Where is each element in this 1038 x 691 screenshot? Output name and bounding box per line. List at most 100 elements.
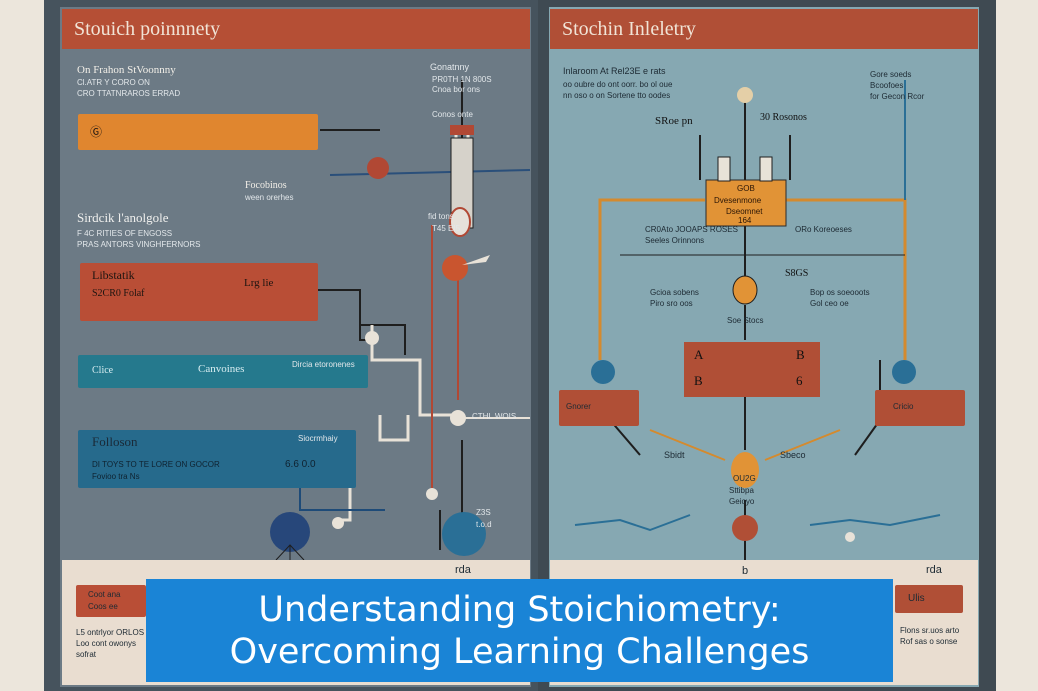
left-section2-title: Sirdcik l'anolgole [77,210,169,225]
right-left-note-1: CR0Ato JOOAPS ROSES [645,225,738,234]
right-side-left-box [559,390,639,426]
right-reactor-6: 6 [796,373,803,388]
left-subtitle-line-2: CRO TTATNRAROS ERRAD [77,89,181,98]
right-under-right: Sbeco [780,450,806,460]
left-junction-label: CTHL WOIS [472,412,517,421]
right-drop [731,452,759,488]
caption-banner: Understanding Stoichiometry: Overcoming … [146,579,893,682]
left-valve-label: fid tons [428,212,454,221]
left-node-4 [426,488,438,500]
left-node-2 [442,255,468,281]
left-band-red [80,263,318,321]
left-bulb-dark [270,512,310,552]
left-subtitle: On Frahon StVoonnny [77,64,176,76]
right-line1-sub-2: nn oso o on Sortene tto oodes [563,91,671,100]
right-sroe-label: SRoe pn [655,115,693,127]
left-band-teal-tag: Dircia etoronenes [292,360,355,369]
right-footer-note-2: Rof sas o sonse [900,637,958,646]
right-reactor-a: A [694,347,704,362]
left-subtitle-line-1: Cl.ATR Y CORO ON [77,78,150,87]
right-center-box [705,179,787,227]
left-band-teal [78,355,368,388]
right-value-label: 30 Rosonos [760,112,807,123]
right-side-right-box [875,390,965,426]
caption-line-1: Understanding Stoichiometry: [258,589,781,630]
left-bottom-label-1: Z3S [476,508,491,517]
left-node-1 [367,157,389,179]
right-line1-sub-1: oo oubre do ont oorr. bo ol oue [563,80,673,89]
right-top-right-3: for Gecon Rcor [870,92,925,101]
right-center-low-3: Geioyo [729,497,755,506]
right-mid-right-2: Gol ceo oe [810,299,849,308]
left-band-red-sub: S2CR0 Folaf [92,288,145,299]
right-reactor-b2: B [694,373,703,388]
right-under-left: Sbidt [664,450,685,460]
left-tube-label: Conos onte [432,110,473,119]
left-footer-note-1: L5 ontrlyor ORLOS [76,628,145,637]
left-band-red-title: Libstatik [92,268,135,282]
right-reactor-box [684,342,820,397]
left-band-red-tag: Lrg lie [244,277,274,289]
left-band-blue [78,430,356,488]
right-flask [732,275,758,305]
left-node-3 [365,331,379,345]
left-valve-sub: T45 EI5 [432,224,461,233]
left-band-blue-title: Folloson [92,434,138,449]
left-footer-note-2: Loo cont owonys [76,639,137,648]
left-top-right-label: Gonatnny [430,62,470,72]
right-footer-red [895,585,963,613]
right-reactor-b1: B [796,347,805,362]
left-band-blue-values: 6.6 0.0 [285,459,316,470]
right-left-note-2: Seeles Orinnons [645,236,705,245]
left-band-teal-mid: Canvoines [198,363,245,375]
left-footer-red-1: Coot ana [88,590,121,599]
left-band-teal-left: Clice [92,365,114,376]
right-top-right-1: Gore soeds [870,70,912,79]
right-center-box-1: Dvesenmone [714,196,762,205]
left-node-2-tip [462,255,490,265]
right-center-box-2: Dseomnet [726,207,763,216]
right-vial-1 [717,156,731,182]
left-band-blue-line-1: DI TOYS TO TE LORE ON GOCOR [92,460,220,469]
left-band-blue-tag: Siocrmhaiy [298,434,338,443]
left-mid-sub: ween orerhes [245,193,294,202]
left-mid-label: Focobinos [245,180,287,191]
right-mid-value: S8GS [785,268,809,279]
right-center-badge: GOB [737,184,755,193]
left-footer-text: rda [455,564,471,576]
left-footer-red-2: Coos ee [88,602,118,611]
right-bulb-right [892,360,916,384]
right-vial-2 [759,156,773,182]
right-mid-left-2: Piro sro oos [650,299,693,308]
right-mid-left-1: Gcioa sobens [650,288,699,297]
right-footer-right: Ulis [908,593,925,604]
right-mid-sub: Soe Stocs [727,316,764,325]
left-poster-title: Stouich poinnnety [62,9,530,49]
left-footer-note-3: sofrat [76,650,97,659]
right-center-low-1: OU2G [733,474,756,483]
right-side-left: Gnorer [566,402,591,411]
left-section2-line-2: PRAS ANTORS VINGHFERNORS [77,240,201,249]
right-center-low-2: Sttibpa [729,486,754,495]
right-poster-title: Stochin Inleletry [550,9,978,49]
left-band-orange-text: Ⓖ [90,125,103,139]
right-footer-note-1: Flons sr.uos arto [900,626,960,635]
right-top-right-2: Bcoofoes [870,81,904,90]
right-node-small [845,532,855,542]
left-top-right-line-1: PR0TH 1N 800S [432,75,492,84]
left-footer-red [76,585,146,617]
left-top-right-line-2: Cnoa bor ons [432,85,481,94]
right-line1: Inlaroom At Rel23E e rats [563,66,666,76]
left-tube-cap [450,125,474,135]
left-section2-line-1: F 4C RITIES OF ENGOSS [77,229,173,238]
right-footer-center: b [742,565,749,577]
right-bulb-left [591,360,615,384]
left-band-blue-line-2: Fovioo tra Ns [92,472,140,481]
left-node-5 [332,517,344,529]
right-right-note: ORo Koreoeses [795,225,852,234]
right-top-bulb [737,87,753,103]
right-footer-text: rda [926,564,942,576]
right-mid-right-1: Bop os soeooots [810,288,870,297]
right-center-box-3: 164 [738,216,752,225]
